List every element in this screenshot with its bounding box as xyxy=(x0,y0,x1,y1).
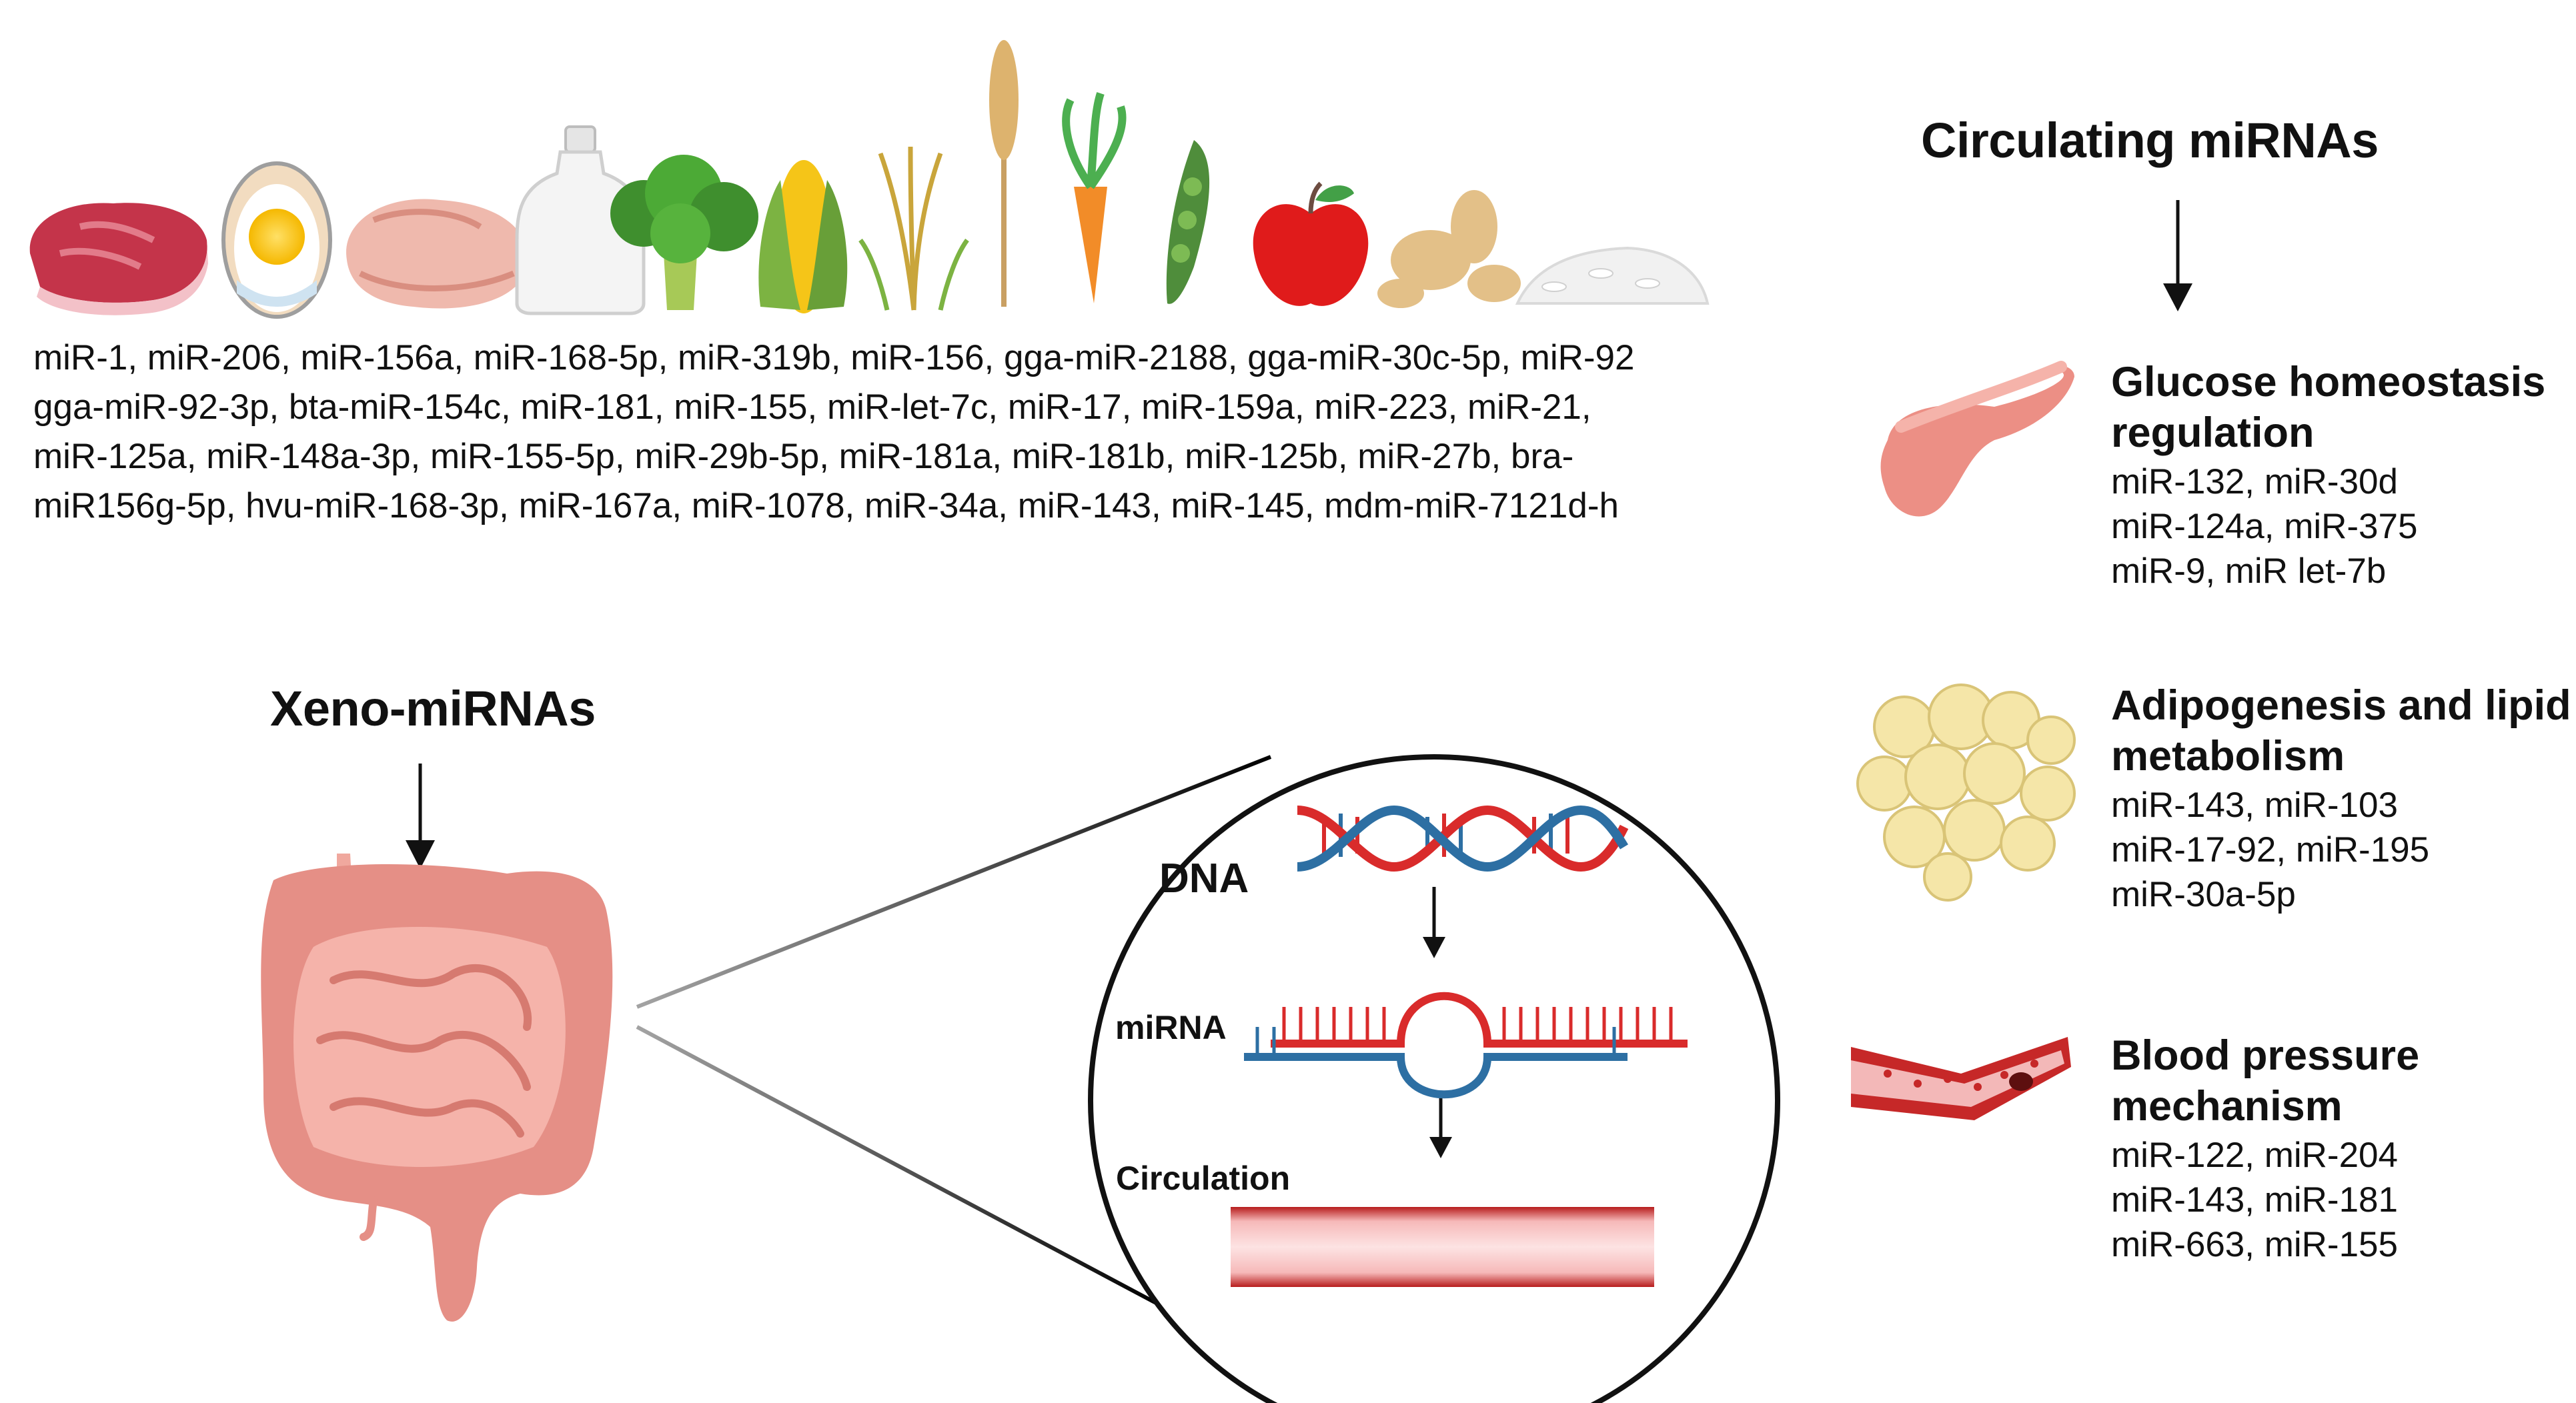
circulation-label: Circulation xyxy=(1116,1160,1291,1197)
category-blood-pressure: Blood pressure mechanism miR-122, miR-20… xyxy=(2111,1030,2419,1266)
circulating-arrow xyxy=(2163,200,2192,311)
food-mirna-line: miR156g-5p, hvu-miR-168-3p, miR-167a, mi… xyxy=(33,486,1619,525)
food-mirna-line: gga-miR-92-3p, bta-miR-154c, miR-181, mi… xyxy=(33,387,1591,427)
pea-pod-icon xyxy=(1166,140,1210,304)
adipocytes-icon xyxy=(1856,683,2076,902)
blood-vessel-icon xyxy=(1851,1037,2071,1120)
egg-icon xyxy=(221,161,332,319)
dna-label: DNA xyxy=(1159,856,1249,902)
food-mirna-line: miR-1, miR-206, miR-156a, miR-168-5p, mi… xyxy=(33,338,1635,377)
category-mirna-line: miR-663, miR-155 xyxy=(2111,1225,2399,1264)
category-mirna-line: miR-122, miR-204 xyxy=(2111,1136,2399,1175)
category-title-line: Adipogenesis and lipid xyxy=(2111,682,2571,729)
food-mirna-line: miR-125a, miR-148a-3p, miR-155-5p, miR-2… xyxy=(33,437,1574,476)
category-adipogenesis: Adipogenesis and lipid metabolism miR-14… xyxy=(2111,680,2571,916)
category-glucose: Glucose homeostasis regulation miR-132, … xyxy=(2111,357,2545,592)
intestine-icon xyxy=(261,854,613,1322)
category-mirna-line: miR-143, miR-103 xyxy=(2111,786,2399,825)
circulating-title: Circulating miRNAs xyxy=(1921,113,2379,168)
meat-icon xyxy=(29,203,208,315)
wheat-icon xyxy=(989,40,1019,307)
category-title-line: mechanism xyxy=(2111,1083,2343,1130)
milk-bottle-icon xyxy=(515,125,646,315)
category-mirna-line: miR-132, miR-30d xyxy=(2111,462,2399,501)
rice-plant-icon xyxy=(858,146,969,311)
chicken-icon xyxy=(346,199,528,309)
zoom-circle xyxy=(1088,754,1780,1403)
category-mirna-line: miR-143, miR-181 xyxy=(2111,1180,2399,1220)
category-mirna-line: miR-124a, miR-375 xyxy=(2111,507,2418,546)
category-title-line: regulation xyxy=(2111,409,2315,456)
category-mirna-line: miR-17-92, miR-195 xyxy=(2111,830,2430,870)
ginger-icon xyxy=(1377,190,1521,308)
xeno-arrow xyxy=(406,764,435,869)
food-mirna-list: miR-1, miR-206, miR-156a, miR-168-5p, mi… xyxy=(33,333,1741,531)
broccoli-icon xyxy=(610,155,758,310)
mirna-label: miRNA xyxy=(1115,1009,1227,1046)
zoom-cone xyxy=(636,755,1272,1306)
category-title-line: metabolism xyxy=(2111,733,2345,780)
rice-grains-icon xyxy=(1515,246,1710,305)
circulation-vessel-icon xyxy=(1231,1207,1654,1287)
dna-to-mirna-arrow xyxy=(1423,887,1445,958)
category-title-line: Blood pressure xyxy=(2111,1032,2420,1079)
category-title-line: Glucose homeostasis xyxy=(2111,359,2546,405)
category-mirna-line: miR-9, miR let-7b xyxy=(2111,551,2387,591)
pancreas-icon xyxy=(1880,361,2074,517)
carrot-icon xyxy=(1062,92,1127,303)
apple-icon xyxy=(1253,181,1369,306)
mirna-to-circulation-arrow xyxy=(1429,1094,1452,1158)
dna-helix-icon xyxy=(1297,805,1629,872)
mirna-hairpin-icon xyxy=(1244,992,1688,1099)
corn-icon xyxy=(758,160,848,313)
category-mirna-line: miR-30a-5p xyxy=(2111,875,2296,914)
xeno-title: Xeno-miRNAs xyxy=(270,681,596,736)
